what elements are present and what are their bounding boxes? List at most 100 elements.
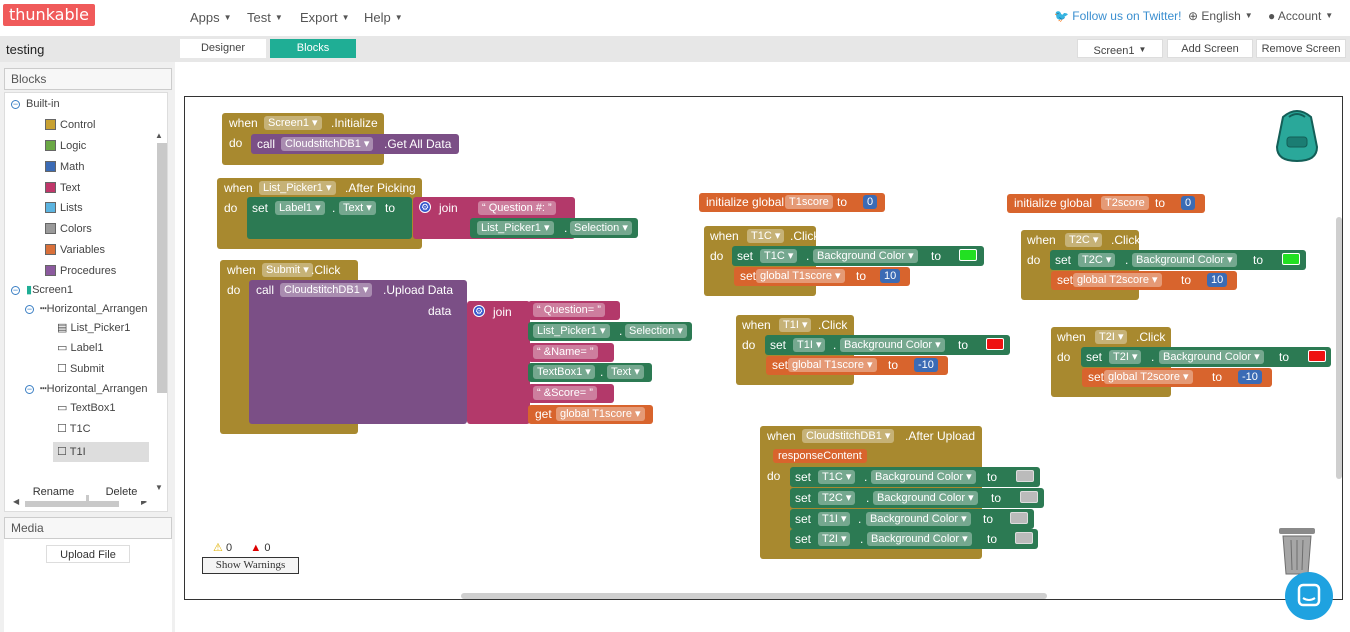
component-dropdown[interactable]: Label1 ▾	[275, 201, 325, 215]
tree-horizontal-arrangement-1[interactable]: −┅Horizontal_Arrangen	[25, 303, 148, 315]
menu-export[interactable]: Export▼	[300, 10, 350, 25]
set-t2c-bgcolor-reset[interactable]: set T2C ▾ . Background Color ▾ to	[790, 488, 1044, 508]
color-red[interactable]	[986, 338, 1004, 350]
tree-text[interactable]: Text	[45, 181, 80, 195]
menu-test[interactable]: Test▼	[247, 10, 283, 25]
variable-dropdown[interactable]: global T2score ▾	[1073, 273, 1162, 287]
scroll-down-icon[interactable]: ▼	[155, 483, 163, 492]
component-dropdown[interactable]: T2C ▾	[1065, 233, 1103, 247]
tree-procedures[interactable]: Procedures	[45, 264, 116, 278]
number-literal[interactable]: -10	[1238, 370, 1262, 384]
tree-variables[interactable]: Variables	[45, 243, 105, 257]
tree-builtin[interactable]: −Built-in	[11, 98, 60, 110]
text-literal-score[interactable]: “ &Score= ”	[528, 384, 614, 403]
color-gray[interactable]	[1020, 491, 1038, 503]
tree-t1c[interactable]: ☐ T1C	[57, 423, 91, 435]
gear-icon[interactable]: ⚙	[473, 305, 485, 317]
tree-lists[interactable]: Lists	[45, 201, 83, 215]
component-dropdown[interactable]: T2C ▾	[1078, 253, 1116, 267]
set-global-t1score-neg[interactable]: set global T1score ▾ to -10	[766, 356, 948, 375]
component-dropdown[interactable]: Screen1 ▾	[264, 116, 322, 130]
property-dropdown[interactable]: Selection ▾	[625, 324, 687, 338]
account-menu[interactable]: ● Account▼	[1268, 9, 1334, 23]
component-dropdown[interactable]: CloudstitchDB1 ▾	[280, 283, 373, 297]
init-global-t2score[interactable]: initialize global T2score to 0	[1007, 194, 1205, 213]
parameter-response-content[interactable]: responseContent	[773, 449, 867, 463]
property-dropdown[interactable]: Background Color ▾	[1132, 253, 1237, 267]
tree-textbox1[interactable]: ▭ TextBox1	[57, 402, 116, 414]
tab-blocks[interactable]: Blocks	[270, 39, 356, 58]
get-global-t1score[interactable]: get global T1score ▾	[528, 405, 653, 424]
get-listpicker-selection-2[interactable]: List_Picker1 ▾ . Selection ▾	[528, 322, 692, 341]
set-t2c-bgcolor[interactable]: set T2C ▾ . Background Color ▾ to	[1050, 250, 1306, 270]
property-dropdown[interactable]: Background Color ▾	[871, 470, 976, 484]
component-dropdown[interactable]: CloudstitchDB1 ▾	[281, 137, 374, 151]
tree-label1[interactable]: ▭ Label1	[57, 342, 104, 354]
set-t2i-bgcolor-reset[interactable]: set T2I ▾ . Background Color ▾ to	[790, 529, 1038, 549]
set-global-t1score[interactable]: set global T1score ▾ to 10	[734, 267, 910, 286]
component-dropdown[interactable]: T1C ▾	[747, 229, 785, 243]
screen-select[interactable]: Screen1▼	[1077, 39, 1163, 58]
property-dropdown[interactable]: Background Color ▾	[873, 491, 978, 505]
menu-apps[interactable]: Apps▼	[190, 10, 232, 25]
tree-colors[interactable]: Colors	[45, 222, 92, 236]
workspace-vertical-scrollbar[interactable]	[1336, 217, 1342, 479]
scroll-up-icon[interactable]: ▲	[155, 131, 163, 140]
upload-file-button[interactable]: Upload File	[46, 545, 130, 563]
color-gray[interactable]	[1016, 470, 1034, 482]
variable-name[interactable]: T2score	[1101, 196, 1149, 210]
color-red[interactable]	[1308, 350, 1326, 362]
gear-icon[interactable]: ⚙	[419, 201, 431, 213]
variable-dropdown[interactable]: global T1score ▾	[556, 407, 645, 421]
delete-button[interactable]: Delete	[89, 483, 154, 501]
trash-icon[interactable]	[1275, 522, 1319, 578]
set-label1-text[interactable]: set Label1 ▾ . Text ▾ to	[247, 197, 412, 239]
tree-logic[interactable]: Logic	[45, 139, 86, 153]
number-literal[interactable]: 10	[1207, 273, 1228, 287]
component-dropdown[interactable]: T2C ▾	[818, 491, 856, 505]
scroll-right-icon[interactable]: ▶	[141, 497, 148, 506]
property-dropdown[interactable]: Background Color ▾	[1159, 350, 1264, 364]
property-dropdown[interactable]: Background Color ▾	[866, 512, 971, 526]
set-global-t2score[interactable]: set global T2score ▾ to 10	[1051, 271, 1237, 290]
init-global-t1score[interactable]: initialize global T1score to 0	[699, 193, 885, 212]
property-dropdown[interactable]: Background Color ▾	[867, 532, 972, 546]
set-t1c-bgcolor[interactable]: set T1C ▾ . Background Color ▾ to	[732, 246, 984, 266]
tree-math[interactable]: Math	[45, 160, 84, 174]
text-join[interactable]: ⚙ join “ Question #: ”	[413, 197, 575, 239]
property-dropdown[interactable]: Selection ▾	[570, 221, 632, 235]
workspace-horizontal-scrollbar[interactable]	[461, 593, 1047, 599]
tree-horizontal-arrangement-2[interactable]: −┅Horizontal_Arrangen	[25, 383, 148, 395]
component-dropdown[interactable]: TextBox1 ▾	[533, 365, 595, 379]
property-dropdown[interactable]: Text ▾	[339, 201, 376, 215]
component-dropdown[interactable]: T1I ▾	[793, 338, 826, 352]
component-dropdown[interactable]: T2I ▾	[1095, 330, 1128, 344]
property-dropdown[interactable]: Background Color ▾	[813, 249, 918, 263]
set-t2i-bgcolor[interactable]: set T2I ▾ . Background Color ▾ to	[1081, 347, 1331, 367]
set-t1c-bgcolor-reset[interactable]: set T1C ▾ . Background Color ▾ to	[790, 467, 1040, 487]
rename-button[interactable]: Rename	[21, 483, 86, 501]
backpack-icon[interactable]	[1269, 107, 1325, 165]
number-literal[interactable]: 0	[1181, 196, 1196, 210]
component-dropdown[interactable]: List_Picker1 ▾	[259, 181, 336, 195]
property-dropdown[interactable]: Text ▾	[607, 365, 644, 379]
text-literal-name[interactable]: “ &Name= ”	[528, 343, 614, 362]
component-dropdown[interactable]: List_Picker1 ▾	[477, 221, 554, 235]
blocks-workspace[interactable]: when Screen1 ▾ .Initialize do call Cloud…	[184, 96, 1343, 600]
component-dropdown[interactable]: Submit ▾	[262, 263, 313, 277]
variable-dropdown[interactable]: global T1score ▾	[788, 358, 877, 372]
tree-list-picker1[interactable]: ▤ List_Picker1	[57, 322, 131, 334]
component-dropdown[interactable]: CloudstitchDB1 ▾	[802, 429, 895, 443]
scroll-left-icon[interactable]: ◀	[13, 497, 20, 506]
variable-name[interactable]: T1score	[785, 195, 833, 209]
component-dropdown[interactable]: T1I ▾	[818, 512, 851, 526]
remove-screen-button[interactable]: Remove Screen	[1256, 39, 1346, 58]
text-literal-question[interactable]: “ Question= ”	[528, 301, 620, 320]
language-menu[interactable]: ⊕ English▼	[1188, 9, 1253, 23]
chat-button[interactable]	[1285, 572, 1333, 620]
tree-control[interactable]: Control	[45, 118, 95, 132]
get-textbox1-text[interactable]: TextBox1 ▾ . Text ▾	[528, 363, 652, 382]
tab-designer[interactable]: Designer	[180, 39, 266, 58]
tree-screen1[interactable]: −▮Screen1	[11, 284, 74, 296]
call-upload-data[interactable]: call CloudstitchDB1 ▾ .Upload Data data	[249, 280, 467, 424]
